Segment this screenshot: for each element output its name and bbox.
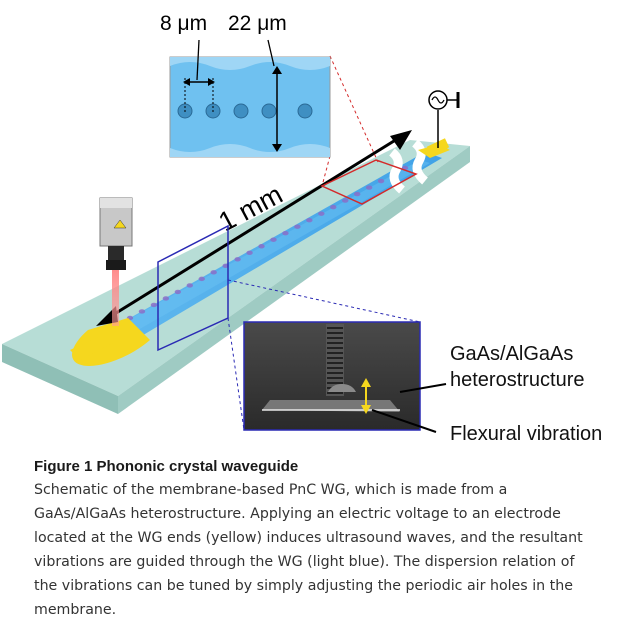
- inset-hole-row: [177, 103, 313, 119]
- sem-inset: [243, 321, 421, 431]
- air-hole: [162, 296, 170, 301]
- air-hole: [330, 204, 337, 210]
- laser-beam: [112, 270, 119, 326]
- laser-icon: [99, 197, 133, 270]
- zoom-region-box: [320, 159, 418, 205]
- cross-section-box: [157, 224, 421, 431]
- left-electrode: [70, 318, 150, 366]
- air-hole: [282, 231, 289, 236]
- caption-line: vibrations are guided through the WG (li…: [34, 554, 575, 570]
- caption-title: Figure 1 Phononic crystal waveguide: [34, 458, 299, 475]
- inset-air-hole: [261, 103, 277, 119]
- air-hole: [174, 289, 182, 295]
- caption-line: Schematic of the membrane-based PnC WG, …: [34, 482, 508, 498]
- vibration-label: Flexural vibration: [450, 423, 602, 445]
- air-hole: [258, 244, 265, 249]
- air-hole: [234, 257, 241, 262]
- caption-line: the vibrations can be tuned by simply ad…: [34, 578, 573, 594]
- material-label-line1: GaAs/AlGaAs: [450, 343, 573, 365]
- hole-pitch-label: 8 μm: [160, 12, 207, 35]
- air-hole: [318, 211, 325, 216]
- caption-line: GaAs/AlGaAs heterostructure. Applying an…: [34, 506, 561, 522]
- air-hole: [294, 224, 301, 229]
- material-label-line2: heterostructure: [450, 369, 585, 391]
- air-hole: [198, 276, 205, 282]
- caption: Figure 1 Phononic crystal waveguide Sche…: [34, 458, 624, 622]
- zoom-inset: [169, 56, 331, 158]
- air-hole: [150, 302, 158, 308]
- air-hole: [186, 283, 193, 288]
- caption-body: Schematic of the membrane-based PnC WG, …: [34, 478, 624, 622]
- vibration-pointer: [371, 409, 437, 433]
- air-hole: [270, 237, 277, 242]
- air-hole: [138, 309, 146, 314]
- air-hole: [353, 191, 361, 197]
- caption-line: located at the WG ends (yellow) induces …: [34, 530, 583, 546]
- air-hole: [377, 178, 385, 184]
- material-pointer: [399, 383, 447, 393]
- air-hole: [306, 217, 313, 223]
- air-hole-array: [126, 165, 409, 321]
- inset-air-hole: [233, 103, 249, 119]
- air-hole: [365, 185, 373, 190]
- ground-icon: [447, 92, 460, 108]
- width-label: 22 μm: [228, 12, 287, 35]
- air-hole: [210, 270, 217, 275]
- inset-air-hole: [297, 103, 313, 119]
- caption-line: membrane.: [34, 602, 117, 618]
- waveguide-schematic: 1 mm 8 μm 22 μm: [2, 12, 602, 445]
- air-hole: [342, 198, 349, 203]
- air-hole: [246, 250, 253, 255]
- sem-stripes: [327, 327, 343, 394]
- waveguide-membrane: [105, 152, 442, 344]
